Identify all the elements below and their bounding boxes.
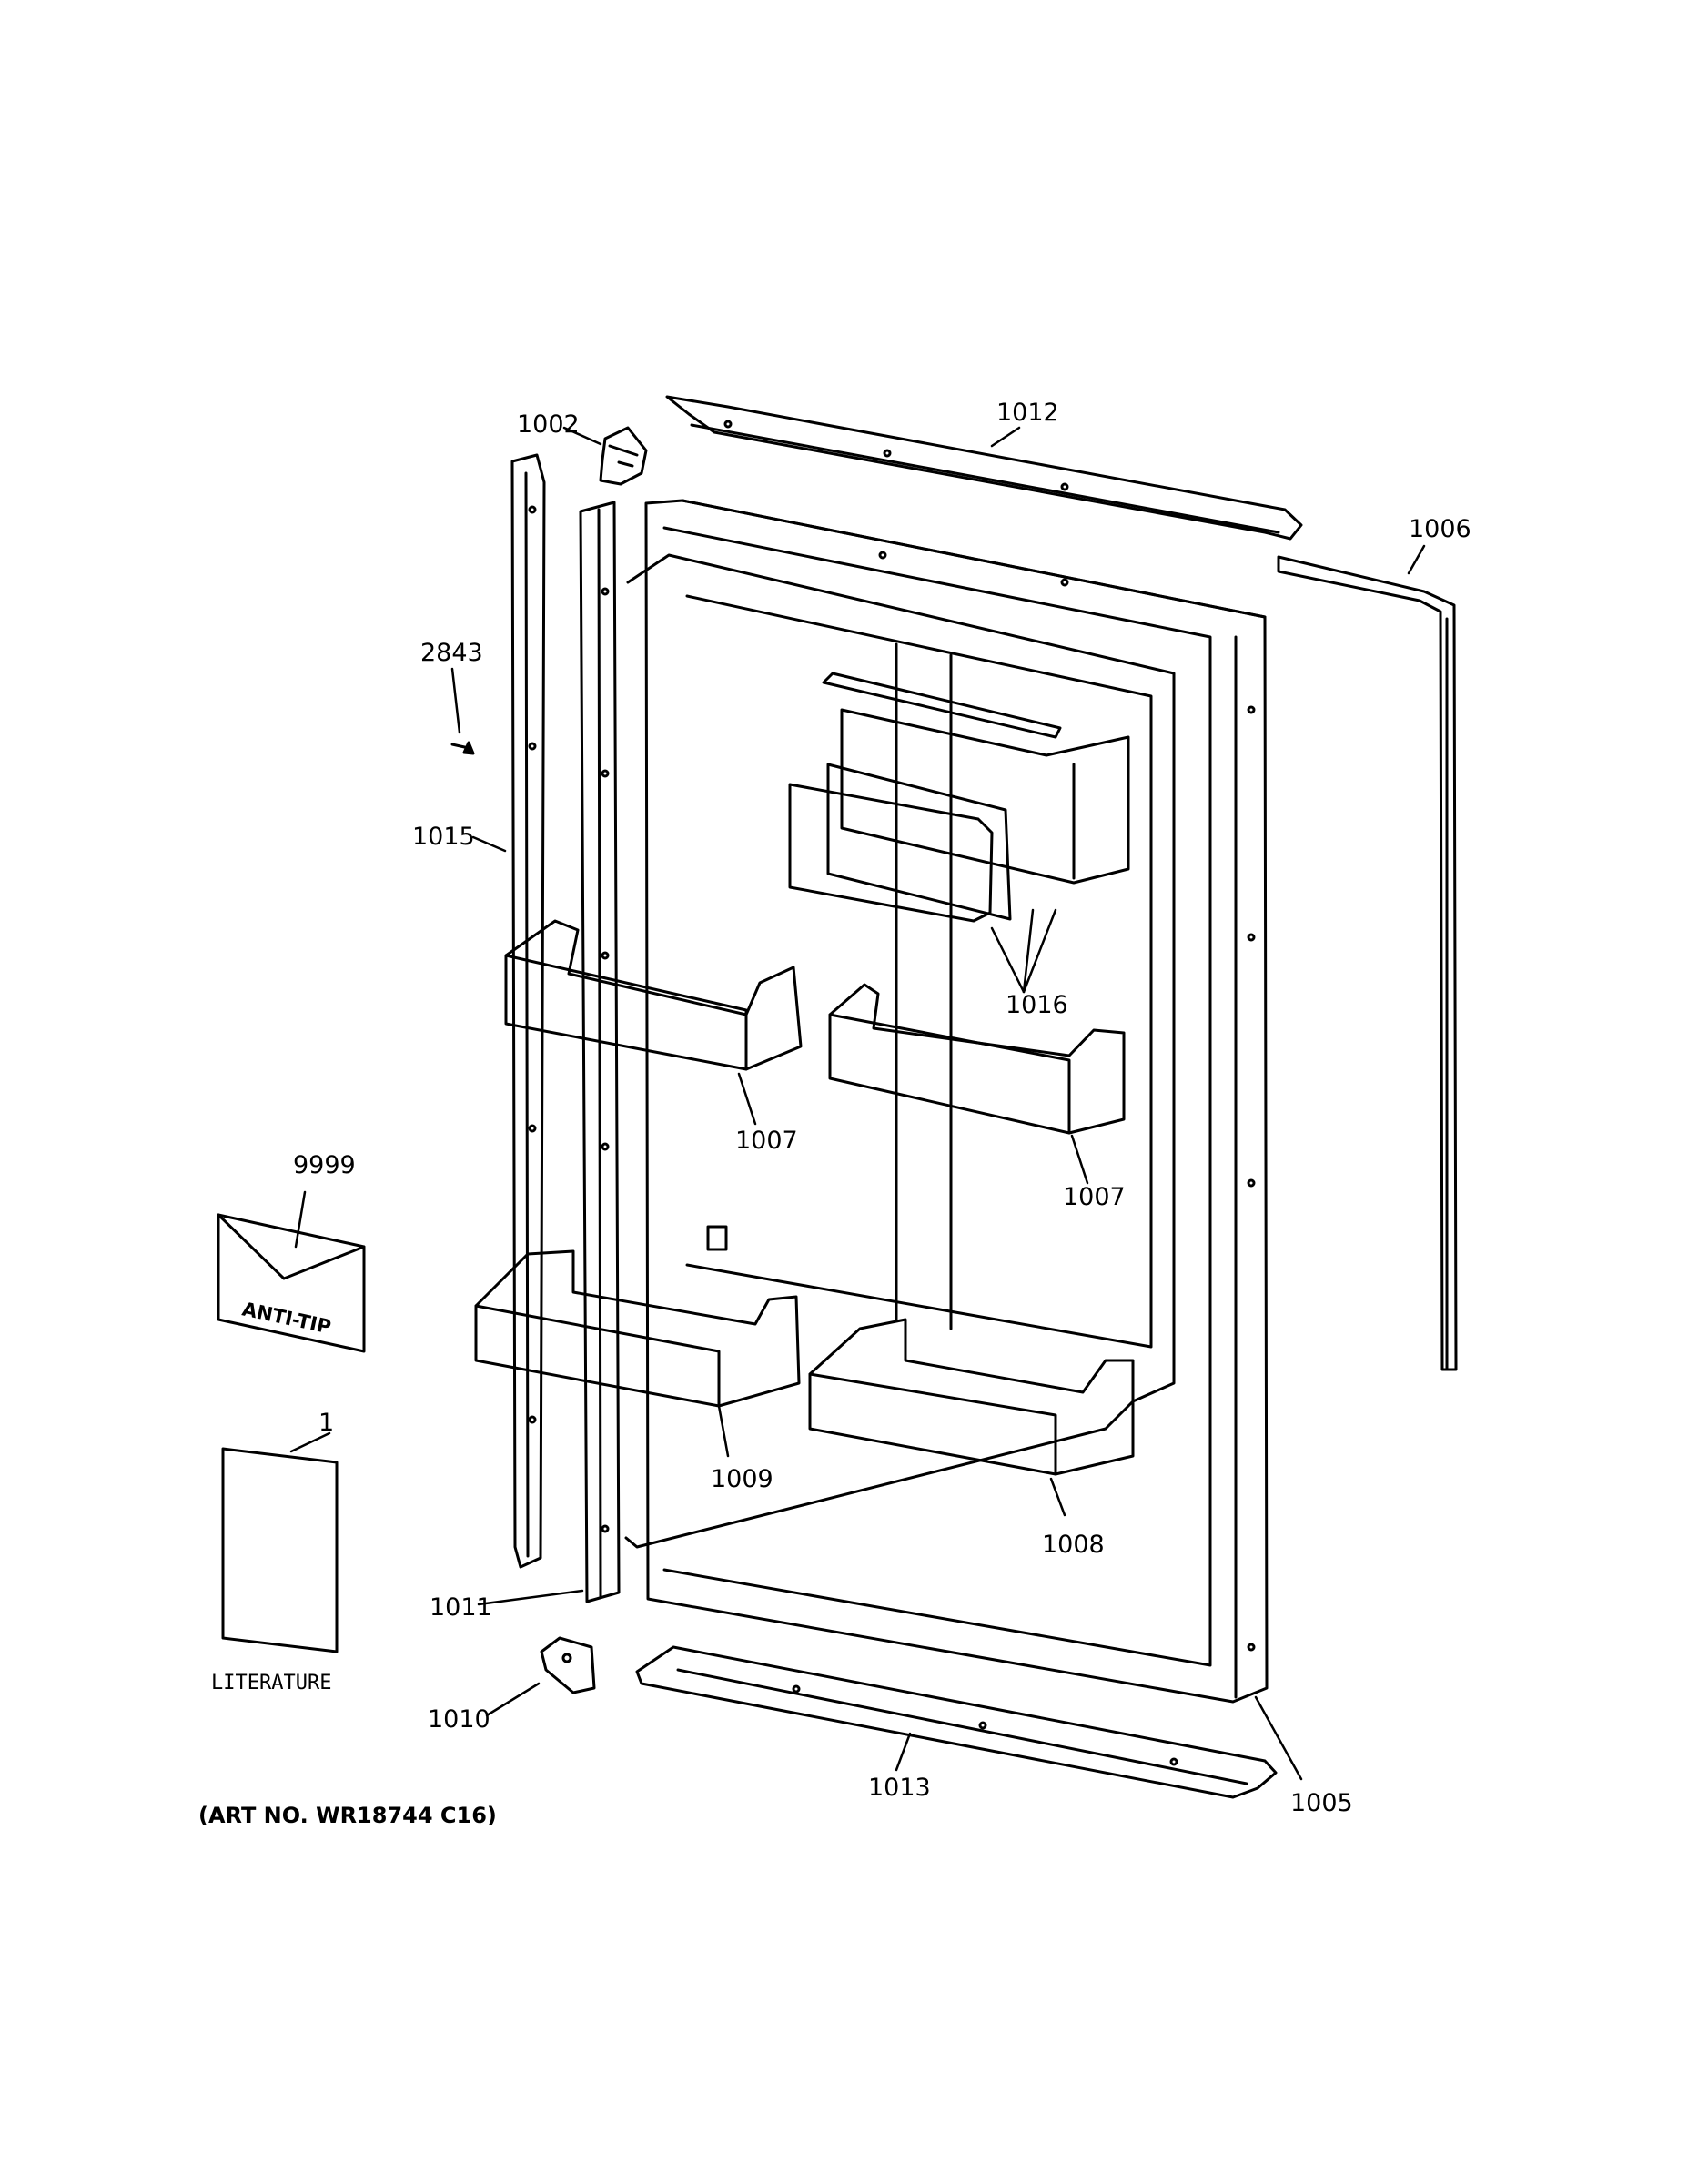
- door-bin-1007-right: [828, 983, 1126, 1135]
- callout-1006: 1006: [1409, 515, 1471, 543]
- callout-1011: 1011: [430, 1593, 492, 1622]
- literature-label: LITERATURE: [211, 1672, 331, 1694]
- callout-1005: 1005: [1290, 1789, 1353, 1817]
- top-trim-1012: [665, 395, 1303, 541]
- left-trim-1015: [510, 453, 546, 1569]
- screw-2843: [450, 741, 475, 755]
- door-gasket-1006: [1277, 555, 1458, 1371]
- inner-liner: [624, 553, 1176, 1549]
- callout-1: 1: [318, 1409, 334, 1437]
- callout-1013: 1013: [868, 1774, 931, 1802]
- callout-2843: 2843: [420, 639, 483, 667]
- bottom-hinge-1010: [540, 1636, 596, 1694]
- bottom-trim-1013: [635, 1645, 1278, 1799]
- anti-tip-label: ANTI-TIP: [240, 1298, 333, 1338]
- anti-tip-envelope-9999: [217, 1213, 366, 1353]
- callout-1010: 1010: [428, 1705, 490, 1734]
- door-bin-1007-left: [504, 919, 803, 1071]
- callout-1007-right: 1007: [1063, 1183, 1126, 1211]
- art-number: (ART NO. WR18744 C16): [198, 1803, 497, 1828]
- door-bin-1009: [474, 1249, 801, 1408]
- door-frame-1005: [644, 499, 1269, 1704]
- leader-lines: [289, 426, 1426, 1781]
- inner-strip-1011: [579, 500, 621, 1603]
- literature-booklet-1: [221, 1447, 339, 1653]
- door-bin-1008: [808, 1318, 1135, 1476]
- callout-9999: 9999: [293, 1151, 356, 1179]
- callout-1002: 1002: [517, 410, 580, 439]
- top-hinge-1002: [599, 426, 648, 486]
- callout-1008: 1008: [1042, 1531, 1105, 1559]
- callout-1012: 1012: [996, 399, 1059, 427]
- bin-assembly-1016: [788, 672, 1130, 923]
- callout-1007-left: 1007: [735, 1127, 798, 1155]
- callout-1016: 1016: [1006, 991, 1068, 1019]
- callout-1015: 1015: [412, 823, 475, 851]
- callout-1009: 1009: [711, 1465, 773, 1493]
